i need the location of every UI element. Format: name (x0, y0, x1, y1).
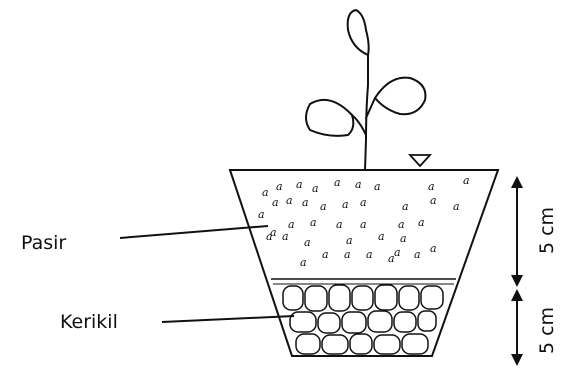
sand-glyph: a (276, 180, 283, 193)
sand-glyph: a (304, 236, 311, 249)
sand-glyph: a (394, 246, 401, 259)
sand-glyph: a (398, 218, 405, 231)
sand-glyph: a (310, 216, 317, 229)
sand-glyph: a (360, 196, 367, 209)
gravel-stone (290, 312, 316, 332)
sand-glyph: a (320, 200, 327, 213)
gravel-stone (399, 286, 419, 310)
gravel-stone (418, 311, 436, 331)
sand-glyph: a (355, 178, 362, 191)
sand-glyph: a (430, 194, 437, 207)
sand-glyph: a (342, 198, 349, 211)
gravel-stone (368, 311, 392, 332)
gravel-stone (283, 286, 303, 310)
gravel-label: Kerikil (60, 313, 118, 332)
gravel-stone (350, 334, 372, 354)
sand-label: Pasir (21, 234, 66, 253)
sand-glyph: a (312, 182, 319, 195)
sand-glyph: a (366, 248, 373, 261)
sand-glyph: a (374, 180, 381, 193)
gravel-stone (402, 334, 428, 354)
sand-glyph: a (336, 218, 343, 231)
sand-glyph: a (344, 248, 351, 261)
right-leaf (375, 78, 425, 115)
sand-glyph: a (346, 234, 353, 247)
top-leaf (348, 10, 369, 55)
gravel-stone (318, 313, 340, 333)
gravel-stone (296, 334, 320, 354)
sand-glyph: a (322, 248, 329, 261)
gravel-stone (374, 335, 400, 354)
sand-glyph: a (402, 200, 409, 213)
gravel-stone (329, 285, 350, 311)
arrowhead-down (511, 275, 523, 287)
sand-glyph: a (258, 208, 265, 221)
sand-glyph: a (388, 252, 395, 265)
sand-glyph: a (453, 200, 460, 213)
sand-glyph: a (360, 218, 367, 231)
sand-glyph: a (414, 248, 421, 261)
sand-glyph: a (400, 232, 407, 245)
sand-glyph: a (378, 230, 385, 243)
sand-glyph: a (428, 180, 435, 193)
sand-glyph: a (272, 196, 279, 209)
sand-glyph: a (418, 216, 425, 229)
sand-glyph: a (288, 218, 295, 231)
sand-glyph: a (463, 174, 470, 187)
sand-glyph: a (266, 230, 273, 243)
gravel-stone (342, 312, 366, 333)
sand-glyph: a (282, 230, 289, 243)
gravel-stone (375, 285, 397, 310)
plant (306, 10, 425, 170)
gravel-stone (352, 286, 373, 310)
gravel-stones (283, 285, 443, 354)
gravel-stone (322, 335, 348, 354)
sand-glyph: a (302, 196, 309, 209)
gravel-stone (421, 286, 443, 309)
sand-pointer-line (120, 226, 268, 238)
arrowhead-down (511, 354, 523, 366)
sand-glyph: a (430, 242, 437, 255)
gravel-stone (394, 312, 416, 332)
sand-glyph: a (286, 194, 293, 207)
sand-glyph: a (296, 178, 303, 191)
sand-dimension-label: 5 cm (538, 207, 557, 254)
sand-glyph: a (262, 186, 269, 199)
dimension-arrows (511, 176, 523, 366)
sand-glyph: a (334, 176, 341, 189)
arrowhead-up (511, 289, 523, 301)
gravel-stone (305, 286, 327, 311)
gravel-pointer-line (162, 316, 294, 322)
sand-glyph: a (300, 256, 307, 269)
left-leaf (306, 100, 353, 136)
arrowhead-up (511, 176, 523, 188)
water-level-marker (410, 155, 430, 166)
gravel-dimension-label: 5 cm (538, 307, 557, 354)
